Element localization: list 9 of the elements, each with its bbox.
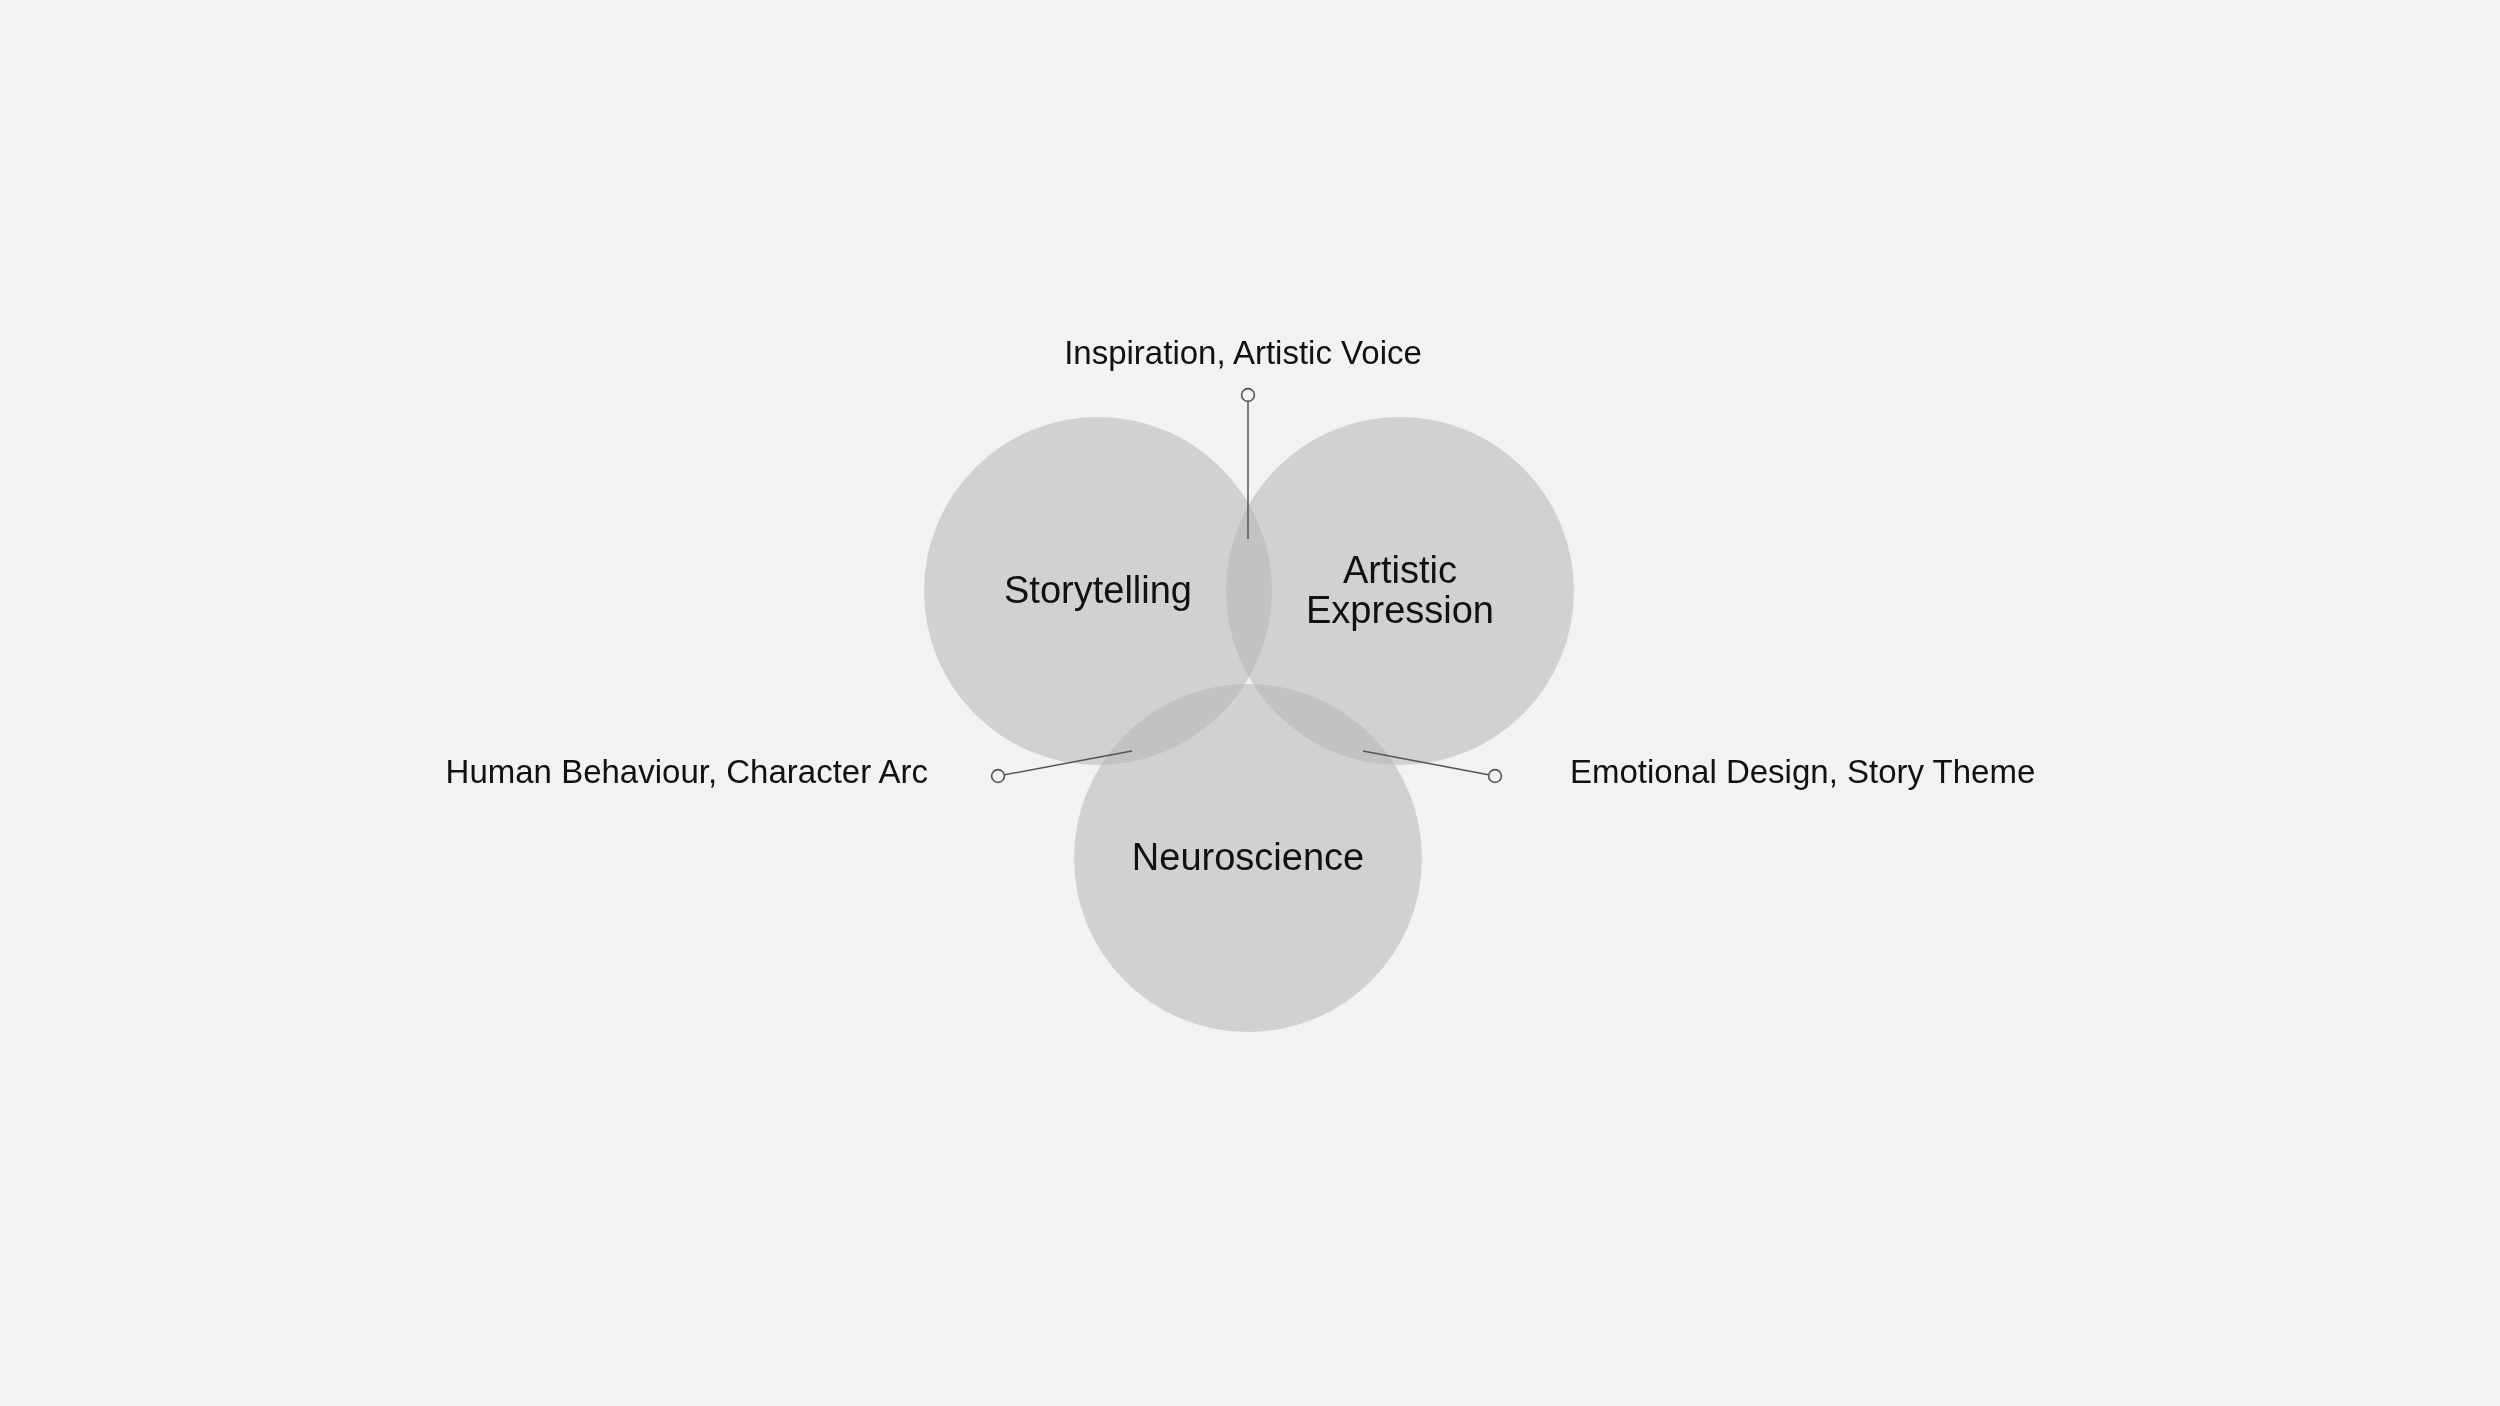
annotation-text: Human Behaviour, Character Arc	[445, 753, 928, 791]
annotation-text: Inspiration, Artistic Voice	[1064, 334, 1422, 372]
circle-label: Artistic Expression	[1305, 551, 1495, 631]
leader-line	[1240, 387, 1256, 540]
leader-line	[990, 750, 1133, 784]
leader-line	[1362, 750, 1503, 784]
circle-label: Storytelling	[1003, 571, 1193, 611]
circle-label: Neuroscience	[1130, 838, 1366, 878]
annotation-text: Emotional Design, Story Theme	[1570, 753, 2036, 791]
